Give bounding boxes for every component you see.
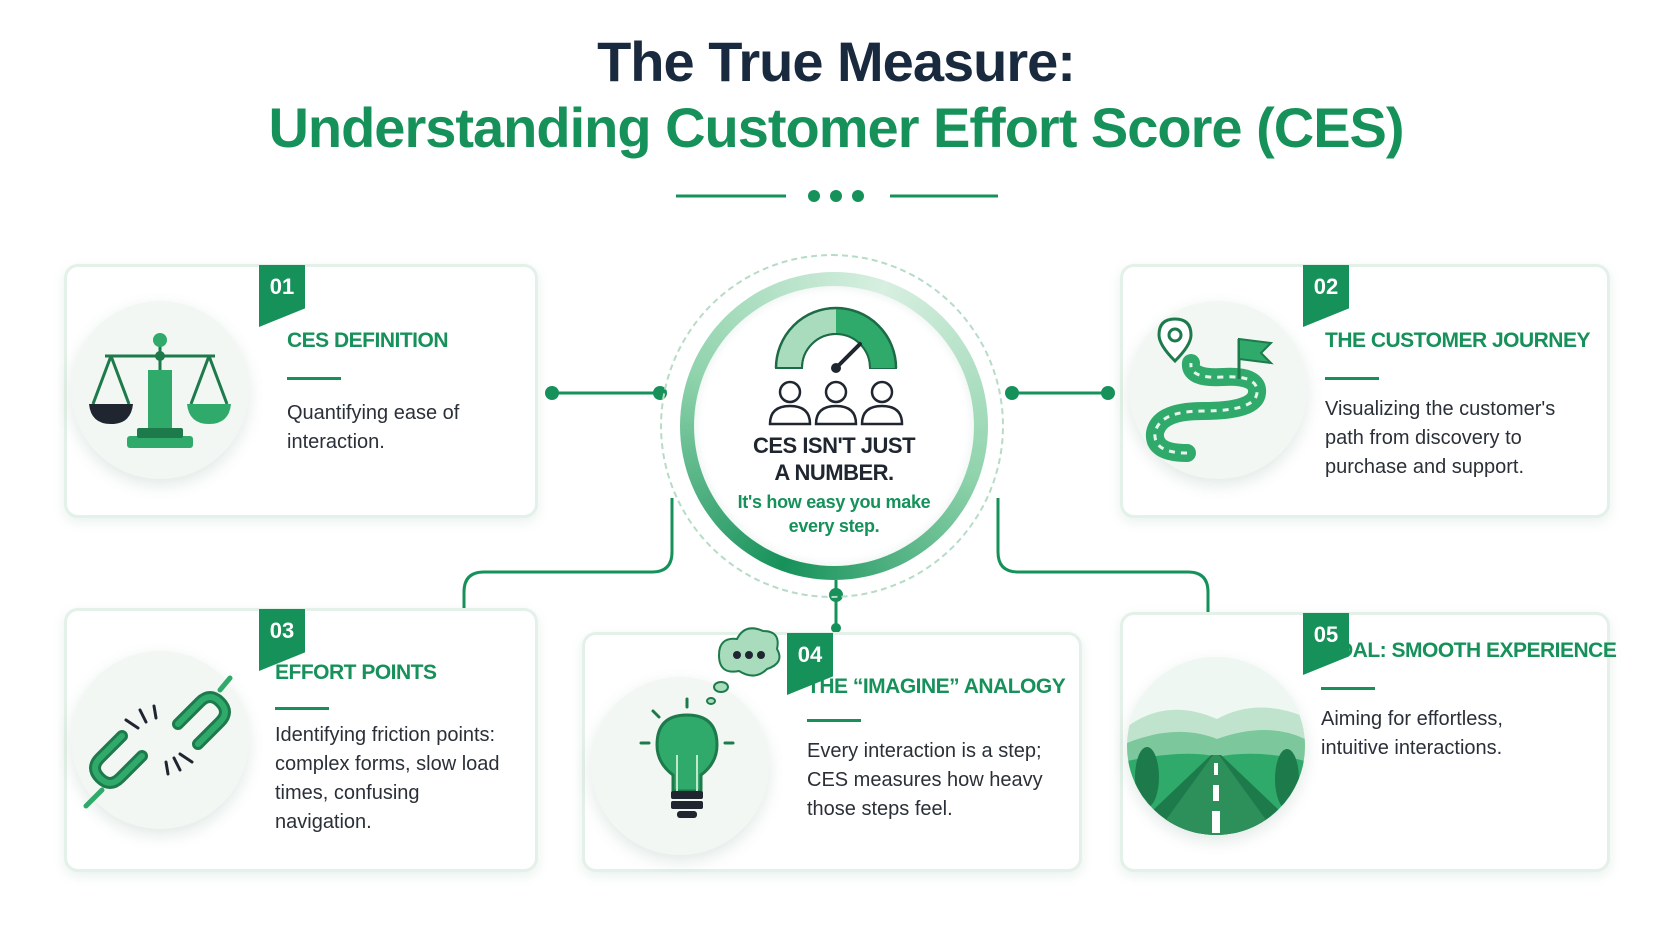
people-icon — [768, 380, 904, 426]
hub-subtitle-line2: every step. — [788, 516, 880, 536]
card-description: Every interaction is a step; CES measure… — [807, 740, 1043, 820]
card-number-badge: 01 — [259, 265, 305, 327]
card-title-underline — [1325, 377, 1379, 380]
card-title-underline — [807, 719, 861, 722]
hub-subtitle-line1: It's how easy you make — [737, 492, 931, 512]
scales-icon — [89, 333, 231, 448]
card-title-underline — [287, 377, 341, 380]
title-divider — [676, 190, 998, 202]
hub-title-line2: A NUMBER. — [774, 460, 894, 485]
card-title: GOAL: SMOOTH EXPERIENCE — [1321, 639, 1617, 662]
page-subtitle: Understanding Customer Effort Score (CES… — [268, 96, 1404, 159]
broken-chain-icon — [83, 675, 233, 809]
card-title-underline — [275, 707, 329, 710]
card-description: Identifying friction points: complex for… — [275, 724, 500, 833]
card-icon-circle — [71, 301, 249, 479]
lightbulb-icon — [639, 627, 781, 818]
card-number-badge: 03 — [259, 609, 305, 671]
card-icon-circle — [1129, 301, 1307, 479]
card-number-badge: 05 — [1303, 613, 1349, 675]
card-icon-circle — [71, 651, 249, 829]
card-smooth-experience: 05 GOAL: SMOOTH EXPERIENCE Aiming for ef… — [1120, 612, 1617, 872]
card-number-badge: 02 — [1303, 265, 1349, 327]
smooth-road-icon — [1127, 657, 1305, 835]
card-title: CES DEFINITION — [287, 329, 449, 352]
card-number-badge: 04 — [787, 633, 833, 695]
title-block: The True Measure: Understanding Customer… — [0, 28, 1672, 160]
hub-subtitle: It's how easy you make every step. — [694, 490, 974, 538]
page-title: The True Measure: — [597, 30, 1076, 93]
hub-title: CES ISN'T JUST A NUMBER. — [694, 432, 974, 486]
card-description: Visualizing the customer's path from dis… — [1325, 398, 1556, 478]
hub-title-line1: CES ISN'T JUST — [752, 433, 916, 458]
card-description: Quantifying ease of interaction. — [287, 402, 460, 453]
gauge-icon — [774, 306, 898, 373]
winding-road-icon — [1145, 317, 1274, 462]
card-ces-definition: 01 CES DEFINITION Quantifying ease of in… — [64, 264, 538, 518]
card-icon-circle — [1127, 657, 1305, 835]
card-title: EFFORT POINTS — [275, 661, 437, 684]
card-customer-journey: 02 THE CUSTOMER JOURNEY Visualizing the … — [1120, 264, 1610, 518]
card-description: Aiming for effortless, intuitive interac… — [1321, 708, 1503, 759]
card-title: THE CUSTOMER JOURNEY — [1325, 329, 1590, 352]
card-title-underline — [1321, 687, 1375, 690]
card-effort-points: 03 EFFORT POINTS Identifying friction po… — [64, 608, 538, 872]
card-imagine-analogy: 04 THE “IMAGINE” ANALOGY Every interacti… — [582, 627, 1082, 872]
card-title: THE “IMAGINE” ANALOGY — [807, 675, 1066, 698]
hub-outer-ring — [660, 254, 1004, 598]
